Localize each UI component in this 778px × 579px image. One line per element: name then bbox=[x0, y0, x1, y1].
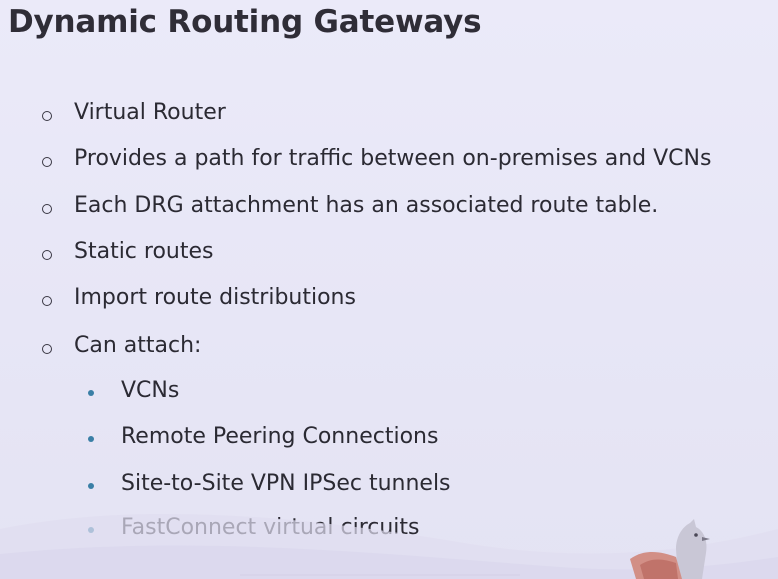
sub-bullet-item: Remote Peering Connections bbox=[88, 424, 438, 449]
hollow-circle-bullet-icon bbox=[42, 249, 52, 260]
bullet-text: Virtual Router bbox=[74, 100, 226, 125]
sub-bullet-item: Site-to-Site VPN IPSec tunnels bbox=[88, 471, 451, 496]
bullet-item: Import route distributions bbox=[42, 285, 356, 310]
bullet-item: Virtual Router bbox=[42, 100, 226, 125]
bullet-item: Provides a path for traffic between on-p… bbox=[42, 146, 711, 171]
bullet-text: Provides a path for traffic between on-p… bbox=[74, 146, 712, 171]
bullet-text: Import route distributions bbox=[74, 285, 356, 310]
bullet-text: Each DRG attachment has an associated ro… bbox=[74, 193, 659, 218]
sub-bullet-text: Site-to-Site VPN IPSec tunnels bbox=[121, 471, 451, 496]
hollow-circle-bullet-icon bbox=[42, 343, 52, 354]
dot-bullet-icon bbox=[88, 482, 94, 489]
slide-title: Dynamic Routing Gateways bbox=[8, 4, 482, 40]
dot-bullet-icon bbox=[88, 435, 94, 442]
sub-bullet-text: Remote Peering Connections bbox=[121, 424, 439, 449]
hollow-circle-bullet-icon bbox=[42, 203, 52, 214]
bullet-item: Each DRG attachment has an associated ro… bbox=[42, 193, 658, 218]
decorative-bird-illustration-icon bbox=[630, 519, 710, 579]
sub-bullet-item: VCNs bbox=[88, 378, 179, 403]
bullet-text: Can attach: bbox=[74, 333, 202, 358]
dot-bullet-icon bbox=[88, 389, 94, 396]
hollow-circle-bullet-icon bbox=[42, 110, 52, 121]
hollow-circle-bullet-icon bbox=[42, 156, 52, 167]
sub-bullet-text: VCNs bbox=[121, 378, 180, 403]
bullet-item: Can attach: bbox=[42, 333, 201, 358]
decorative-wave-background bbox=[0, 513, 778, 579]
bullet-text: Static routes bbox=[74, 239, 214, 264]
hollow-circle-bullet-icon bbox=[42, 295, 52, 306]
bullet-item: Static routes bbox=[42, 239, 214, 264]
